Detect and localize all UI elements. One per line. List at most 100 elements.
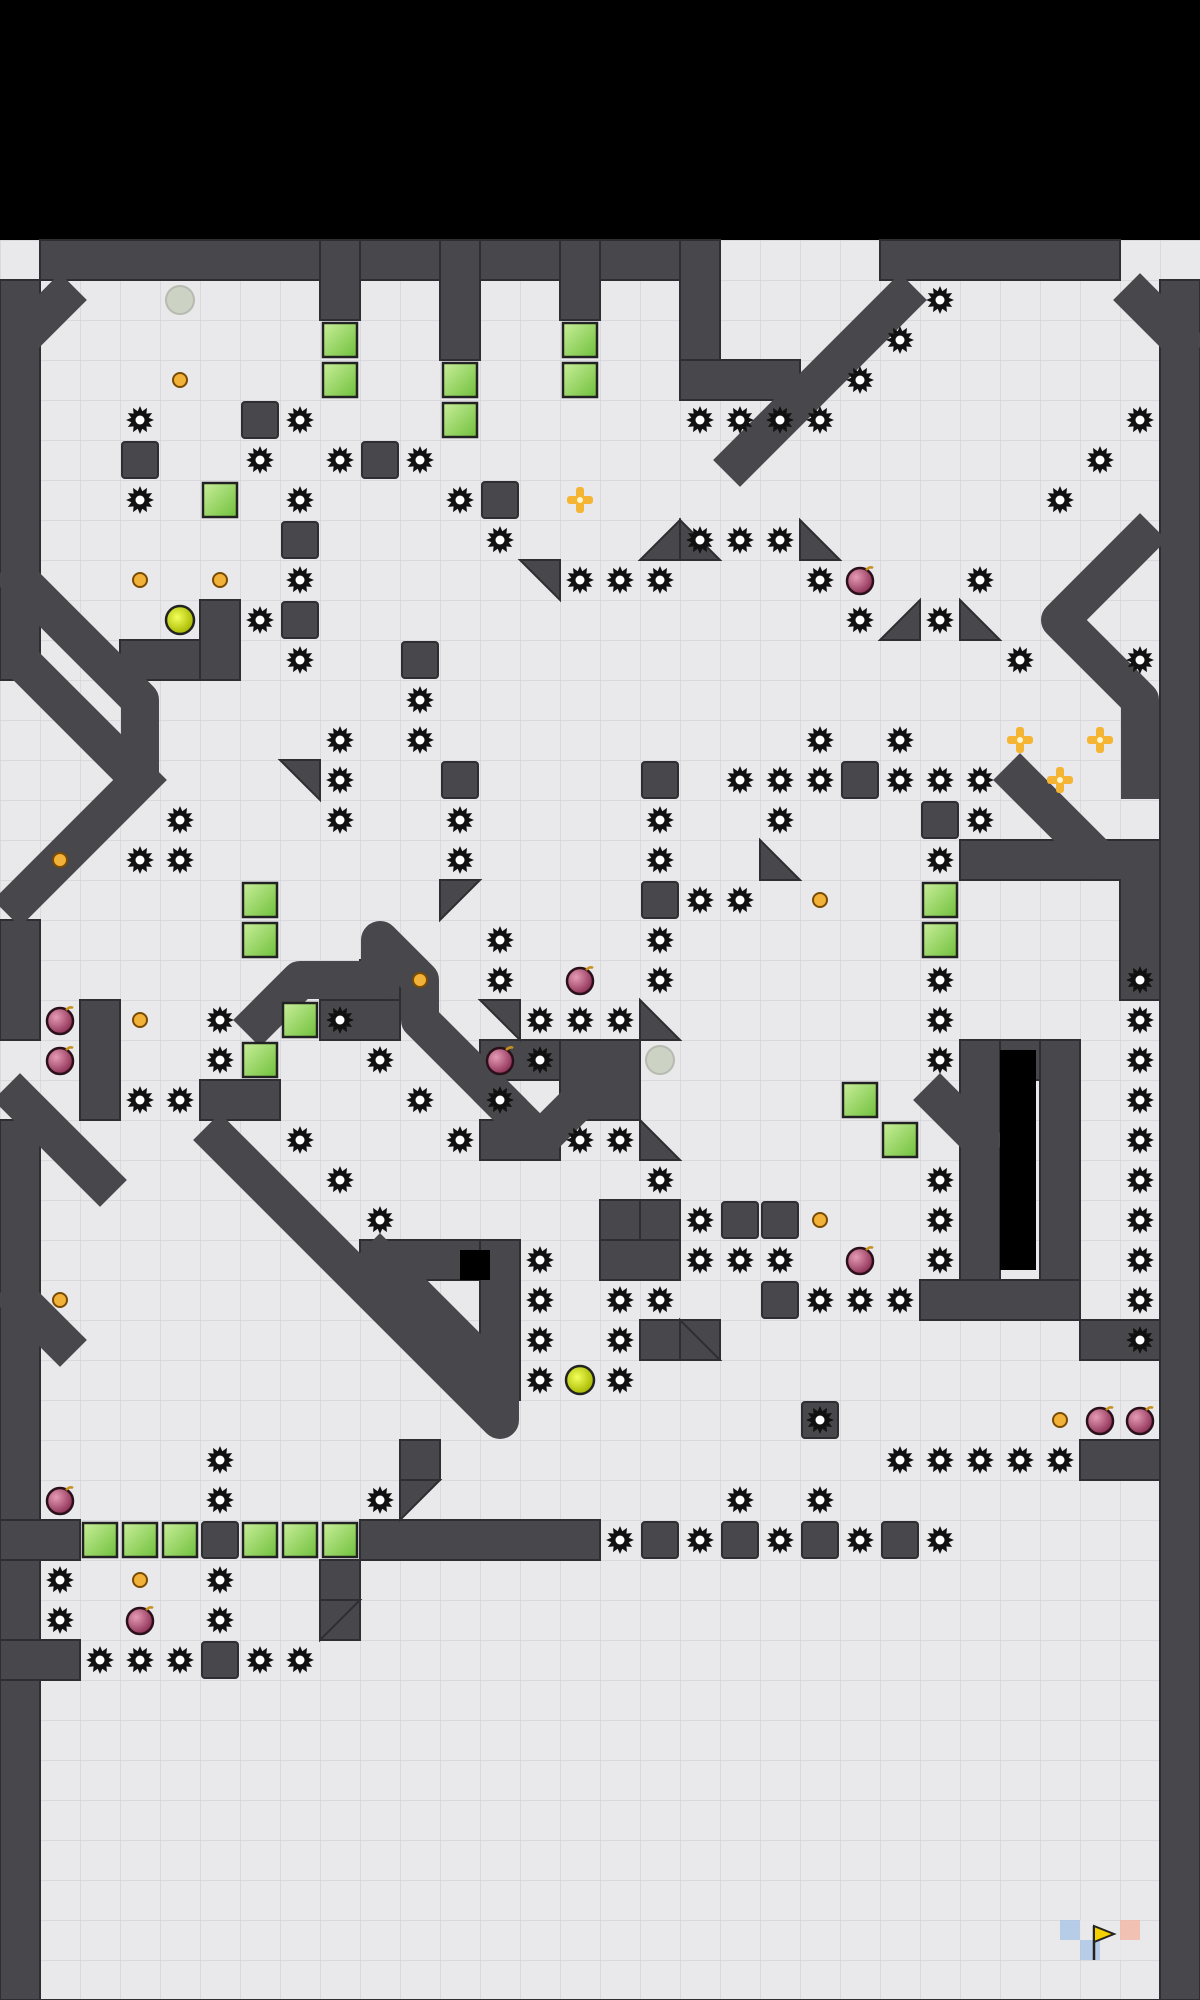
spike-icon — [166, 1086, 194, 1114]
wall-segment — [1159, 279, 1200, 2000]
spike-icon — [526, 1326, 554, 1354]
spike-icon — [446, 846, 474, 874]
spike-icon — [686, 1206, 714, 1234]
launch-pad-icon — [564, 1364, 596, 1396]
top-void — [0, 0, 1200, 240]
wall-segment — [199, 1079, 281, 1121]
spike-icon — [846, 1526, 874, 1554]
diagonal-wall — [1041, 513, 1167, 799]
spike-icon — [646, 846, 674, 874]
diagonal-wall — [0, 1073, 127, 1207]
spike-icon — [286, 406, 314, 434]
gel-block-icon — [921, 921, 959, 959]
gold-coin-icon — [212, 572, 228, 588]
ramp-triangle — [799, 517, 843, 561]
wall-segment — [0, 919, 41, 1041]
spike-icon — [326, 806, 354, 834]
spike-icon — [286, 486, 314, 514]
ramp-triangle — [477, 999, 521, 1043]
wall-segment — [959, 1039, 1001, 1321]
spike-icon — [806, 766, 834, 794]
spike-icon — [1126, 1166, 1154, 1194]
spike-icon — [526, 1366, 554, 1394]
spike-icon — [846, 1286, 874, 1314]
spike-icon — [686, 886, 714, 914]
stone-block — [721, 1521, 759, 1559]
spike-icon — [686, 1526, 714, 1554]
stone-block — [401, 641, 439, 679]
spike-icon — [966, 766, 994, 794]
spike-icon — [1126, 1086, 1154, 1114]
gel-block-icon — [561, 361, 599, 399]
gel-block-icon — [241, 1041, 279, 1079]
spike-icon — [606, 1326, 634, 1354]
wall-segment — [919, 1279, 1081, 1321]
bomb-icon — [845, 1246, 875, 1276]
spike-icon — [726, 526, 754, 554]
stone-block — [241, 401, 279, 439]
ghost-pad-icon — [645, 1045, 675, 1075]
wall-segment — [639, 1199, 681, 1241]
spike-icon — [926, 1046, 954, 1074]
cross-bonus-icon — [1047, 767, 1073, 793]
spike-icon — [406, 446, 434, 474]
gel-block-icon — [441, 401, 479, 439]
spike-icon — [206, 1486, 234, 1514]
spike-icon — [646, 1166, 674, 1194]
launch-pad-icon — [164, 604, 196, 636]
spike-icon — [46, 1606, 74, 1634]
exit-flag-icon[interactable] — [1060, 1920, 1140, 1960]
spike-icon — [926, 1526, 954, 1554]
spike-icon — [726, 766, 754, 794]
spike-icon — [766, 1246, 794, 1274]
spike-icon — [726, 406, 754, 434]
spike-icon — [566, 1006, 594, 1034]
spike-icon — [606, 566, 634, 594]
diagonal-wall — [0, 1273, 87, 1367]
spike-icon — [926, 1246, 954, 1274]
gel-block-icon — [241, 921, 279, 959]
wall-segment — [0, 1639, 81, 1681]
diagonal-wall — [1113, 273, 1200, 367]
spike-icon — [1126, 1326, 1154, 1354]
spike-icon — [806, 1486, 834, 1514]
spike-icon — [566, 1126, 594, 1154]
spike-icon — [726, 886, 754, 914]
spike-icon — [446, 486, 474, 514]
spike-icon — [1006, 1446, 1034, 1474]
spike-icon — [926, 606, 954, 634]
diagonal-wall — [473, 1073, 607, 1159]
bomb-icon — [485, 1046, 515, 1076]
spike-icon — [766, 806, 794, 834]
spike-icon — [966, 1446, 994, 1474]
spike-icon — [526, 1046, 554, 1074]
gold-coin-icon — [132, 1012, 148, 1028]
spike-icon — [1126, 406, 1154, 434]
spike-icon — [646, 806, 674, 834]
gold-coin-icon — [132, 1572, 148, 1588]
spike-icon — [926, 846, 954, 874]
gel-block-icon — [201, 481, 239, 519]
stone-block — [721, 1201, 759, 1239]
spike-icon — [926, 1206, 954, 1234]
wall-segment — [559, 239, 601, 321]
spike-icon — [886, 1286, 914, 1314]
spike-icon — [766, 406, 794, 434]
wall-segment — [39, 239, 721, 281]
ramp-triangle — [637, 517, 681, 561]
diagonal-wall — [713, 273, 927, 487]
wall-segment — [1079, 1439, 1161, 1481]
spike-icon — [366, 1206, 394, 1234]
spike-icon — [126, 846, 154, 874]
items-layer — [45, 285, 1155, 1960]
ghost-pad-icon — [165, 285, 195, 315]
cross-bonus-icon — [567, 487, 593, 513]
spike-icon — [646, 1286, 674, 1314]
spike-icon — [886, 726, 914, 754]
spike-icon — [206, 1566, 234, 1594]
gold-coin-icon — [412, 972, 428, 988]
spike-icon — [726, 1246, 754, 1274]
gel-block-icon — [281, 1001, 319, 1039]
